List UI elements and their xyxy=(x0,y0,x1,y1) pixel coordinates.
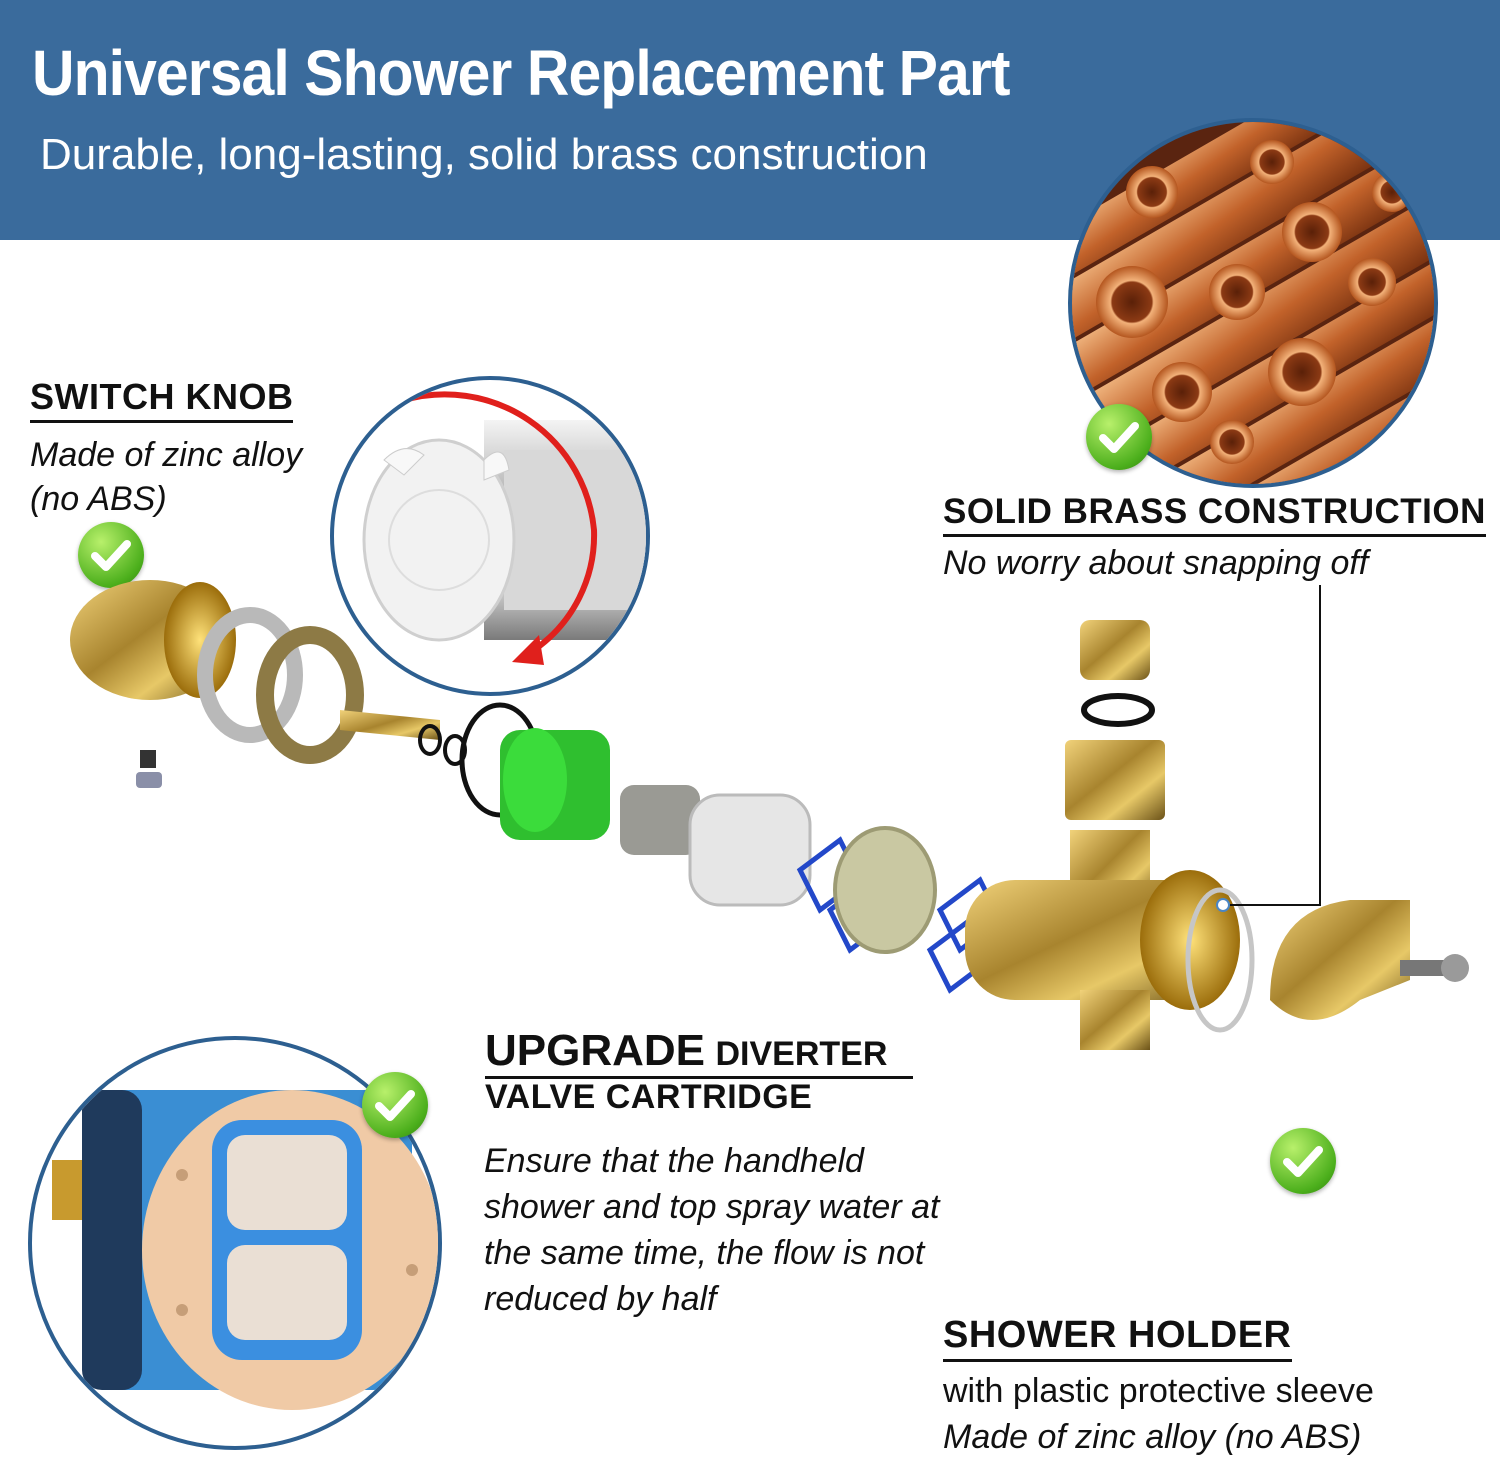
switch-knob-heading: SWITCH KNOB xyxy=(30,376,294,423)
switch-knob-line2: (no ABS) xyxy=(30,480,167,518)
knob-rotation-illustration xyxy=(330,376,650,696)
cartridge-heading-big: UPGRADE xyxy=(485,1026,706,1075)
brass-heading: SOLID BRASS CONSTRUCTION xyxy=(943,492,1486,537)
cartridge-illustration xyxy=(28,1036,442,1450)
cartridge-heading-line2: VALVE CARTRIDGE xyxy=(485,1078,813,1116)
holder-line2: Made of zinc alloy (no ABS) xyxy=(943,1418,1362,1456)
check-icon xyxy=(362,1072,428,1138)
cartridge-desc-3: the same time, the flow is not xyxy=(484,1234,925,1272)
cartridge-desc-2: shower and top spray water at xyxy=(484,1188,940,1226)
page-subtitle: Durable, long-lasting, solid brass const… xyxy=(40,130,928,179)
switch-knob-line1: Made of zinc alloy xyxy=(30,436,303,474)
check-icon xyxy=(1086,404,1152,470)
exploded-parts-illustration xyxy=(70,580,1469,1050)
page-title: Universal Shower Replacement Part xyxy=(32,37,1010,109)
check-icon xyxy=(1270,1128,1336,1194)
brass-desc: No worry about snapping off xyxy=(943,544,1369,582)
check-icon xyxy=(78,522,144,588)
cartridge-heading-line1: UPGRADE DIVERTER xyxy=(485,1026,913,1079)
holder-line1: with plastic protective sleeve xyxy=(943,1372,1374,1410)
cartridge-desc-1: Ensure that the handheld xyxy=(484,1142,864,1180)
cartridge-heading-small: DIVERTER xyxy=(715,1035,888,1073)
holder-heading: SHOWER HOLDER xyxy=(943,1314,1292,1362)
cartridge-desc-4: reduced by half xyxy=(484,1280,717,1318)
